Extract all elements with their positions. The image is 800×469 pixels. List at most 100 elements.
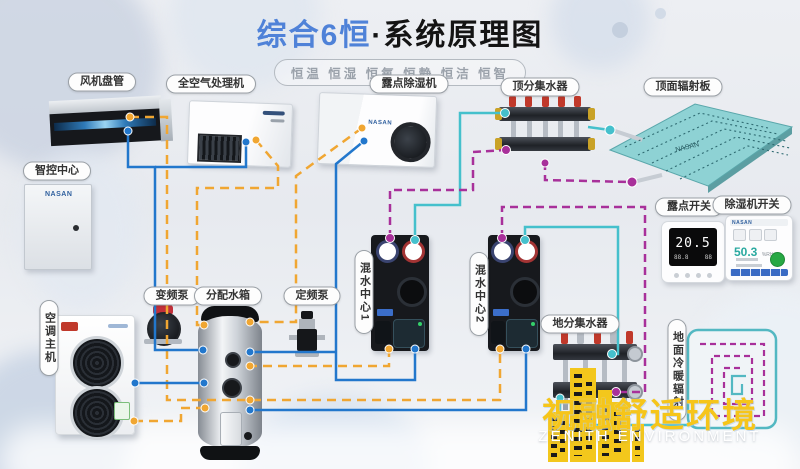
valve-block: [375, 321, 391, 344]
mixing-center-1-unit: [371, 235, 429, 351]
watermark-en: ZENITH ENVIRONMENT: [538, 428, 762, 445]
model-text-bar: [108, 324, 128, 328]
gauge-icon: [402, 240, 425, 263]
humidity-unit: %RH: [761, 252, 774, 258]
aux-reading-right: 88: [704, 254, 712, 261]
pump-cap: [301, 311, 313, 319]
label-air-handler: 全空气处理机: [166, 74, 256, 94]
tank-port-icon: [225, 352, 241, 368]
variable-pump-unit: [144, 305, 182, 346]
label-variable-pump: 变频泵: [143, 286, 201, 306]
manifold-brass-end: [588, 108, 595, 120]
page-title: 综合6恒·系统原理图: [150, 10, 650, 54]
gauge-icon: [491, 240, 514, 263]
control-center-cabinet: NASAN: [24, 184, 92, 270]
fan-icon: [70, 336, 124, 390]
label-chip: [377, 309, 393, 316]
pump-flange: [289, 335, 297, 340]
ceiling-radiant-panel: NASAN: [608, 103, 794, 193]
cabinet-knob: [73, 225, 79, 231]
title-dot: ·: [371, 19, 384, 52]
label-fixed-pump: 定频泵: [283, 286, 341, 306]
humidity-reading: 50.3: [734, 245, 758, 259]
tank-port-icon: [222, 378, 242, 398]
label-mixing-center-1: 混水中心1: [354, 249, 374, 335]
label-chip: [493, 309, 509, 316]
title-highlight: 综合6恒: [256, 19, 372, 52]
mixing-center-2-unit: [488, 235, 540, 351]
fan-coil-light-strip: [53, 117, 157, 131]
hot-line-orange: [130, 115, 502, 423]
valve-block: [491, 321, 505, 344]
label-ceiling-panel: 顶面辐射板: [643, 77, 723, 97]
title-block: 综合6恒·系统原理图 恒温 恒湿 恒氧 恒静 恒洁 恒智: [150, 10, 650, 86]
air-handler-detail: [270, 119, 285, 123]
brand-text: NASAN: [368, 119, 393, 127]
status-bars: [736, 258, 758, 261]
logo-tower: [632, 424, 644, 462]
brand-text: NASAN: [675, 141, 700, 154]
eco-badge: [114, 402, 130, 420]
manifold-fittings: [511, 121, 579, 137]
pump-head: [397, 277, 427, 307]
manifold-fitting-icon: [627, 346, 643, 362]
dehumidifier-switch-panel: NASAN 50.3 %RH: [725, 215, 793, 281]
label-dew-switch: 露点开关: [655, 197, 723, 217]
aux-reading-left: 88.8: [674, 254, 689, 261]
air-handler-detail: [262, 110, 285, 116]
brand-text: NASAN: [732, 220, 753, 226]
label-control-center: 智控中心: [23, 161, 91, 181]
bg-molecule-dot: [612, 22, 628, 38]
pump-module: [393, 319, 425, 348]
pump-base: [295, 351, 319, 357]
dew-switch-thermostat: 20.5 88.8 88: [661, 221, 725, 283]
tank-body: [198, 316, 262, 448]
top-manifold-unit: [495, 96, 595, 166]
tank-panel: [220, 412, 242, 446]
label-dehumidifier-switch: 除湿机开关: [712, 195, 792, 215]
tank-port-icon: [244, 432, 252, 440]
thermostat-buttons: [674, 273, 712, 278]
pump-body: [297, 329, 317, 351]
fixed-pump-unit: [289, 311, 325, 357]
pump-mid: [299, 319, 315, 329]
label-top-manifold: 顶分集水器: [500, 77, 580, 97]
label-floor-radiant: 地面冷暖辐射: [667, 319, 687, 421]
fan-coil-body: [49, 108, 163, 147]
power-icon: [770, 252, 785, 267]
cold-line-blue: [126, 130, 528, 412]
fan-coil-unit: [48, 95, 174, 151]
fan-coil-end-cap: [158, 98, 174, 142]
temperature-reading: 20.5: [675, 236, 711, 251]
ac-main-unit: [55, 315, 135, 440]
label-dehumidifier: 露点除湿机: [369, 74, 449, 94]
mode-icons: [733, 229, 777, 241]
subtitle-badge: 恒温 恒湿 恒氧 恒静 恒洁 恒智: [273, 59, 527, 86]
label-distribution-tank: 分配水箱: [194, 286, 262, 306]
manifold-brass-end: [588, 138, 595, 150]
pump-flange: [317, 335, 325, 340]
manifold-bar: [499, 107, 591, 121]
bg-molecule-dot: [655, 8, 666, 19]
thermostat-screen: 20.5 88.8 88: [669, 228, 717, 266]
manifold-brass-end: [495, 138, 502, 150]
air-handler-unit: [186, 100, 294, 168]
label-fan-coil: 风机盘管: [68, 72, 136, 92]
dehumidifier-unit: NASAN: [316, 91, 438, 169]
bottom-button-bar: [730, 269, 788, 276]
brand-logo: [61, 322, 78, 331]
manifold-brass-end: [495, 108, 502, 120]
label-mixing-center-2: 混水中心2: [469, 251, 489, 337]
tank-base: [200, 446, 260, 460]
status-bars: [736, 264, 762, 267]
manifold-bar: [499, 137, 591, 151]
brand-text: NASAN: [45, 191, 73, 198]
manifold-bar: [553, 344, 637, 360]
pump-flange: [144, 339, 182, 344]
label-floor-manifold: 地分集水器: [540, 314, 620, 334]
gauge-icon: [515, 240, 538, 263]
pump-module: [506, 319, 538, 348]
air-handler-vent: [197, 133, 242, 164]
pump-head: [510, 277, 540, 307]
